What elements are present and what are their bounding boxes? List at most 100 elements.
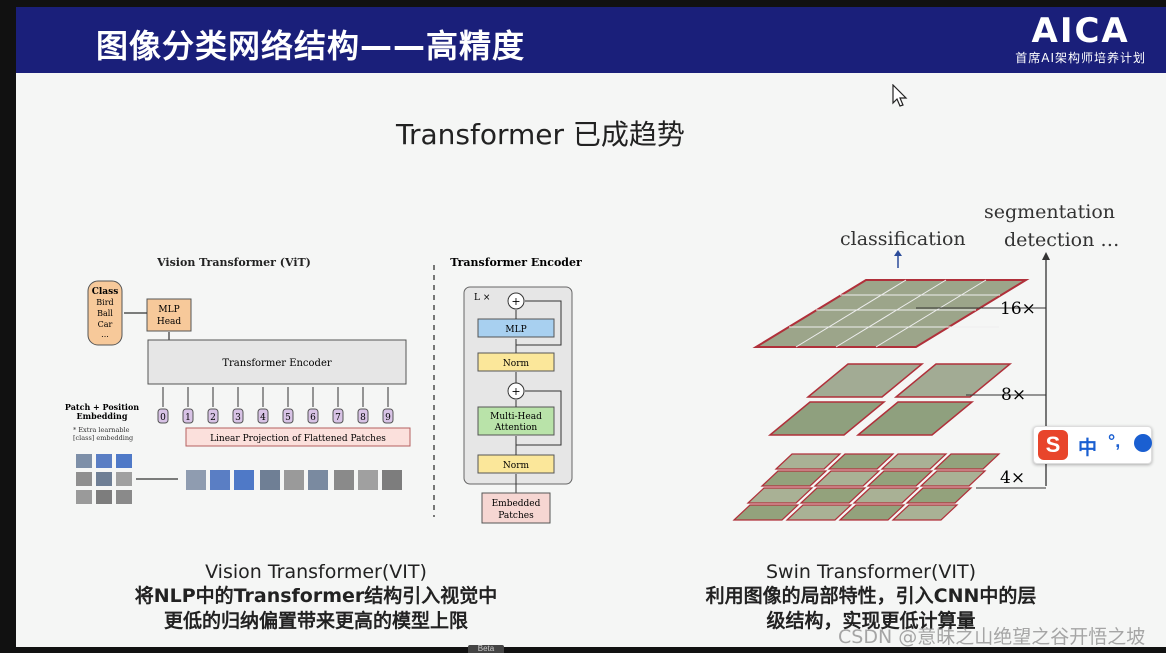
swin-window bbox=[880, 453, 948, 470]
token-label: 4 bbox=[260, 413, 266, 423]
segmentation-label: segmentation bbox=[984, 201, 1115, 223]
position-token bbox=[382, 408, 394, 424]
token-label: 7 bbox=[335, 413, 341, 423]
swin-caption-line: 利用图像的局部特性，引入CNN中的层 bbox=[705, 585, 1037, 607]
swin-caption-title: Swin Transformer(VIT) bbox=[765, 561, 976, 583]
swin-caption-line: 级结构，实现更低计算量 bbox=[766, 610, 976, 632]
position-token bbox=[307, 408, 319, 424]
ime-language-toggle[interactable]: 中 bbox=[1078, 437, 1098, 459]
vit-caption: Vision Transformer(VIT) 将NLP中的Transforme… bbox=[76, 560, 556, 634]
position-token bbox=[232, 408, 244, 424]
encoder-fig-title: Transformer Encoder bbox=[450, 256, 582, 269]
embedded-patches-label: Patches bbox=[498, 511, 534, 521]
attention-label: Multi-Head bbox=[490, 412, 542, 422]
slide-heading: Transformer 已成趋势 bbox=[396, 118, 685, 151]
class-box-title: Class bbox=[92, 287, 119, 297]
token-label: 3 bbox=[235, 413, 241, 423]
vit-encoder-box bbox=[147, 339, 407, 385]
position-token bbox=[257, 408, 269, 424]
token-row: 0 1 2 3 4 5 6 7 8 9 bbox=[157, 387, 394, 424]
swin-window bbox=[933, 453, 1001, 470]
slide: 图像分类网络结构——高精度 AICA 首席AI架构师培养计划 Transform… bbox=[16, 7, 1166, 647]
swin-caption: Swin Transformer(VIT) 利用图像的局部特性，引入CNN中的层… bbox=[676, 560, 1066, 634]
class-item: ... bbox=[101, 330, 109, 339]
class-item: Bird bbox=[96, 298, 113, 307]
logo-sub-text: 首席AI架构师培养计划 bbox=[1015, 51, 1146, 65]
layer-4x bbox=[732, 453, 1001, 521]
sogou-logo-icon[interactable]: S bbox=[1038, 430, 1068, 460]
position-token bbox=[357, 408, 369, 424]
vit-encoder-label: Transformer Encoder bbox=[222, 358, 332, 369]
swin-window bbox=[732, 504, 800, 521]
beta-tab[interactable]: Beta bbox=[468, 645, 504, 653]
classification-label: classification bbox=[840, 228, 966, 250]
token-label: 9 bbox=[385, 413, 391, 423]
vit-caption-line: 更低的归纳偏置带来更高的模型上限 bbox=[163, 610, 468, 632]
detection-label: detection … bbox=[1004, 229, 1119, 251]
attention-label: Attention bbox=[494, 423, 538, 433]
swin-window bbox=[891, 504, 959, 521]
ime-emoji-icon[interactable] bbox=[1134, 434, 1152, 452]
slide-header: 图像分类网络结构——高精度 AICA 首席AI架构师培养计划 bbox=[16, 7, 1166, 73]
patch-embedding-label: Embedding bbox=[77, 411, 128, 421]
input-image-grid bbox=[76, 454, 132, 504]
swin-figure: classification segmentation detection … … bbox=[732, 201, 1119, 521]
token-label: 1 bbox=[185, 413, 191, 423]
swin-window bbox=[838, 504, 906, 521]
slide-title: 图像分类网络结构——高精度 bbox=[96, 27, 526, 65]
layer-8x bbox=[767, 363, 1013, 436]
ime-toolbar[interactable]: S 中 °, bbox=[1033, 426, 1152, 464]
position-token bbox=[282, 408, 294, 424]
plus-sign: + bbox=[511, 385, 520, 398]
mlp-block-label: MLP bbox=[505, 325, 526, 335]
linear-projection-label: Linear Projection of Flattened Patches bbox=[210, 434, 386, 444]
scale-label: 8× bbox=[1001, 385, 1026, 405]
position-token bbox=[157, 408, 169, 424]
ime-punctuation-toggle[interactable]: °, bbox=[1108, 431, 1121, 451]
vit-caption-title: Vision Transformer(VIT) bbox=[205, 561, 427, 583]
class-item: Ball bbox=[97, 309, 113, 318]
token-label: 8 bbox=[360, 413, 366, 423]
token-label: 0 bbox=[160, 413, 166, 423]
mlp-head-label: Head bbox=[157, 317, 182, 327]
swin-window bbox=[813, 470, 881, 487]
aica-logo: AICA 首席AI架构师培养计划 bbox=[1015, 13, 1146, 66]
vit-title: Vision Transformer (ViT) bbox=[156, 256, 311, 269]
token-label: 2 bbox=[210, 413, 216, 423]
add-node bbox=[507, 292, 525, 310]
mlp-head-label: MLP bbox=[158, 305, 179, 315]
mouse-cursor-icon bbox=[892, 84, 908, 107]
swin-window bbox=[774, 453, 842, 470]
class-item: Car bbox=[98, 320, 113, 329]
linear-projection-box bbox=[185, 427, 411, 447]
csdn-watermark: CSDN @意昧之山绝望之谷开悟之坡 bbox=[838, 626, 1146, 647]
swin-window bbox=[866, 470, 934, 487]
extra-note: [class] embedding bbox=[73, 434, 133, 442]
swin-window bbox=[799, 487, 867, 504]
encoder-repeat: L × bbox=[474, 293, 490, 303]
position-token bbox=[207, 408, 219, 424]
token-label: 6 bbox=[310, 413, 316, 423]
swin-window bbox=[852, 487, 920, 504]
attention-block bbox=[477, 406, 555, 436]
token-label: 5 bbox=[285, 413, 291, 423]
logo-main-text: AICA bbox=[1031, 11, 1130, 51]
plus-sign: + bbox=[511, 295, 520, 308]
swin-window bbox=[905, 487, 973, 504]
scale-label: 4× bbox=[1000, 468, 1025, 488]
patch-embedding-label: Patch + Position bbox=[65, 402, 139, 412]
mlp-head-box bbox=[146, 298, 192, 332]
swin-window bbox=[746, 487, 814, 504]
embedded-patches-box bbox=[481, 492, 551, 524]
position-token bbox=[182, 408, 194, 424]
norm-block-label: Norm bbox=[503, 359, 530, 369]
swin-window bbox=[760, 470, 828, 487]
norm-block-label: Norm bbox=[503, 461, 530, 471]
vit-caption-line: 将NLP中的Transformer结构引入视觉中 bbox=[134, 585, 498, 607]
swin-window bbox=[827, 453, 895, 470]
swin-window bbox=[919, 470, 987, 487]
embedded-patches-label: Embedded bbox=[492, 499, 541, 509]
flattened-patch-row bbox=[186, 470, 402, 490]
scale-label: 16× bbox=[1000, 299, 1036, 319]
class-box bbox=[87, 280, 123, 346]
